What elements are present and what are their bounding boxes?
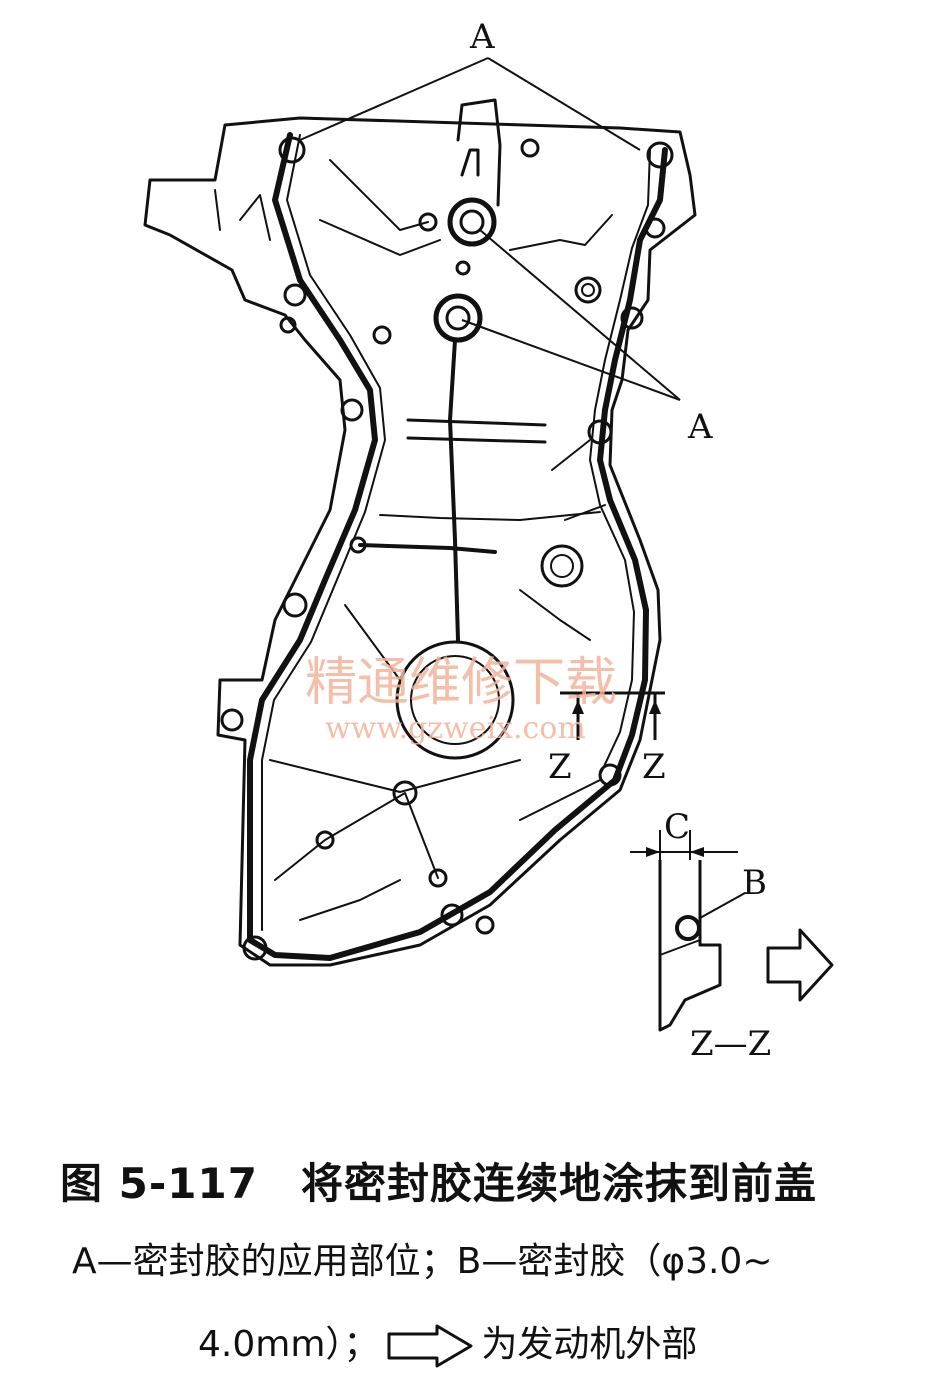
watermark-cn: 精通维修下载 xyxy=(305,653,617,713)
caption-line-1: A—密封胶的应用部位；B—密封胶（φ3.0~ xyxy=(72,1241,773,1282)
caption-line-2: 4.0mm）； 为发动机外部 xyxy=(198,1315,951,1368)
figure-title: 图 5-117 将密封胶连续地涂抹到前盖 xyxy=(60,1159,817,1208)
outline-arrow-detail-icon xyxy=(766,928,834,1002)
label-section: Z—Z xyxy=(690,1024,771,1064)
caption-line-2-post: 为发动机外部 xyxy=(481,1324,698,1365)
label-z-left: Z xyxy=(548,747,572,787)
caption-line-2-pre: 4.0mm）； xyxy=(198,1324,380,1365)
label-a-top: A xyxy=(469,17,495,57)
watermark-url: www.gzweix.com xyxy=(325,711,586,746)
label-b: B xyxy=(742,863,767,903)
sealant-bead xyxy=(247,132,668,961)
label-a-right: A xyxy=(687,407,713,447)
front-cover-diagram: 精通维修下载 www.gzweix.com A A Z Z C B Z—Z xyxy=(143,17,834,1064)
cover-outline xyxy=(143,116,697,967)
outline-arrow-icon xyxy=(387,1324,473,1368)
label-z-right: Z xyxy=(642,747,666,787)
label-c: C xyxy=(664,807,690,847)
